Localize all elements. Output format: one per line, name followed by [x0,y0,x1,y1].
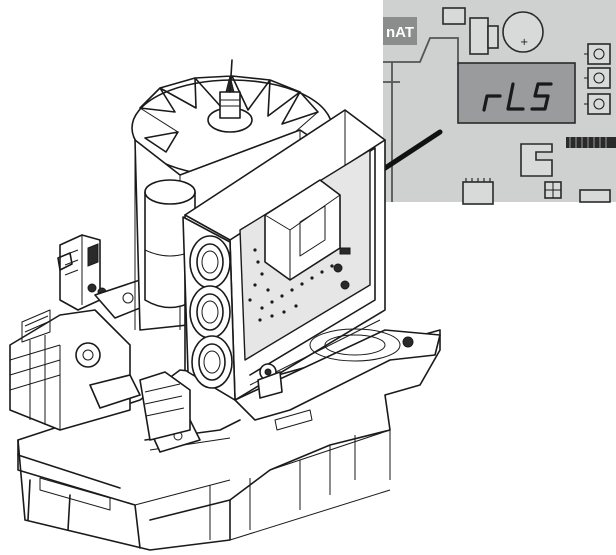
board-buttons [584,43,611,115]
terminal-strip [566,137,616,148]
led-display [457,62,576,124]
chip-component [462,181,494,205]
display-digit-r [482,94,502,112]
relay-component [469,17,489,55]
control-board-inset: nAT + [383,0,616,205]
motor-unit [9,59,441,551]
display-digit-L [506,82,525,111]
brand-label: nAT [386,24,414,41]
circuit-board [239,149,371,361]
cable-glands [182,216,236,401]
display-digit-5 [530,82,553,111]
drive-pinion [139,371,191,441]
buzzer-component [502,11,544,53]
svg-text:+: + [520,37,528,48]
gearbox [9,309,141,431]
brand-label-background [383,17,417,45]
gear-tray [149,319,441,453]
